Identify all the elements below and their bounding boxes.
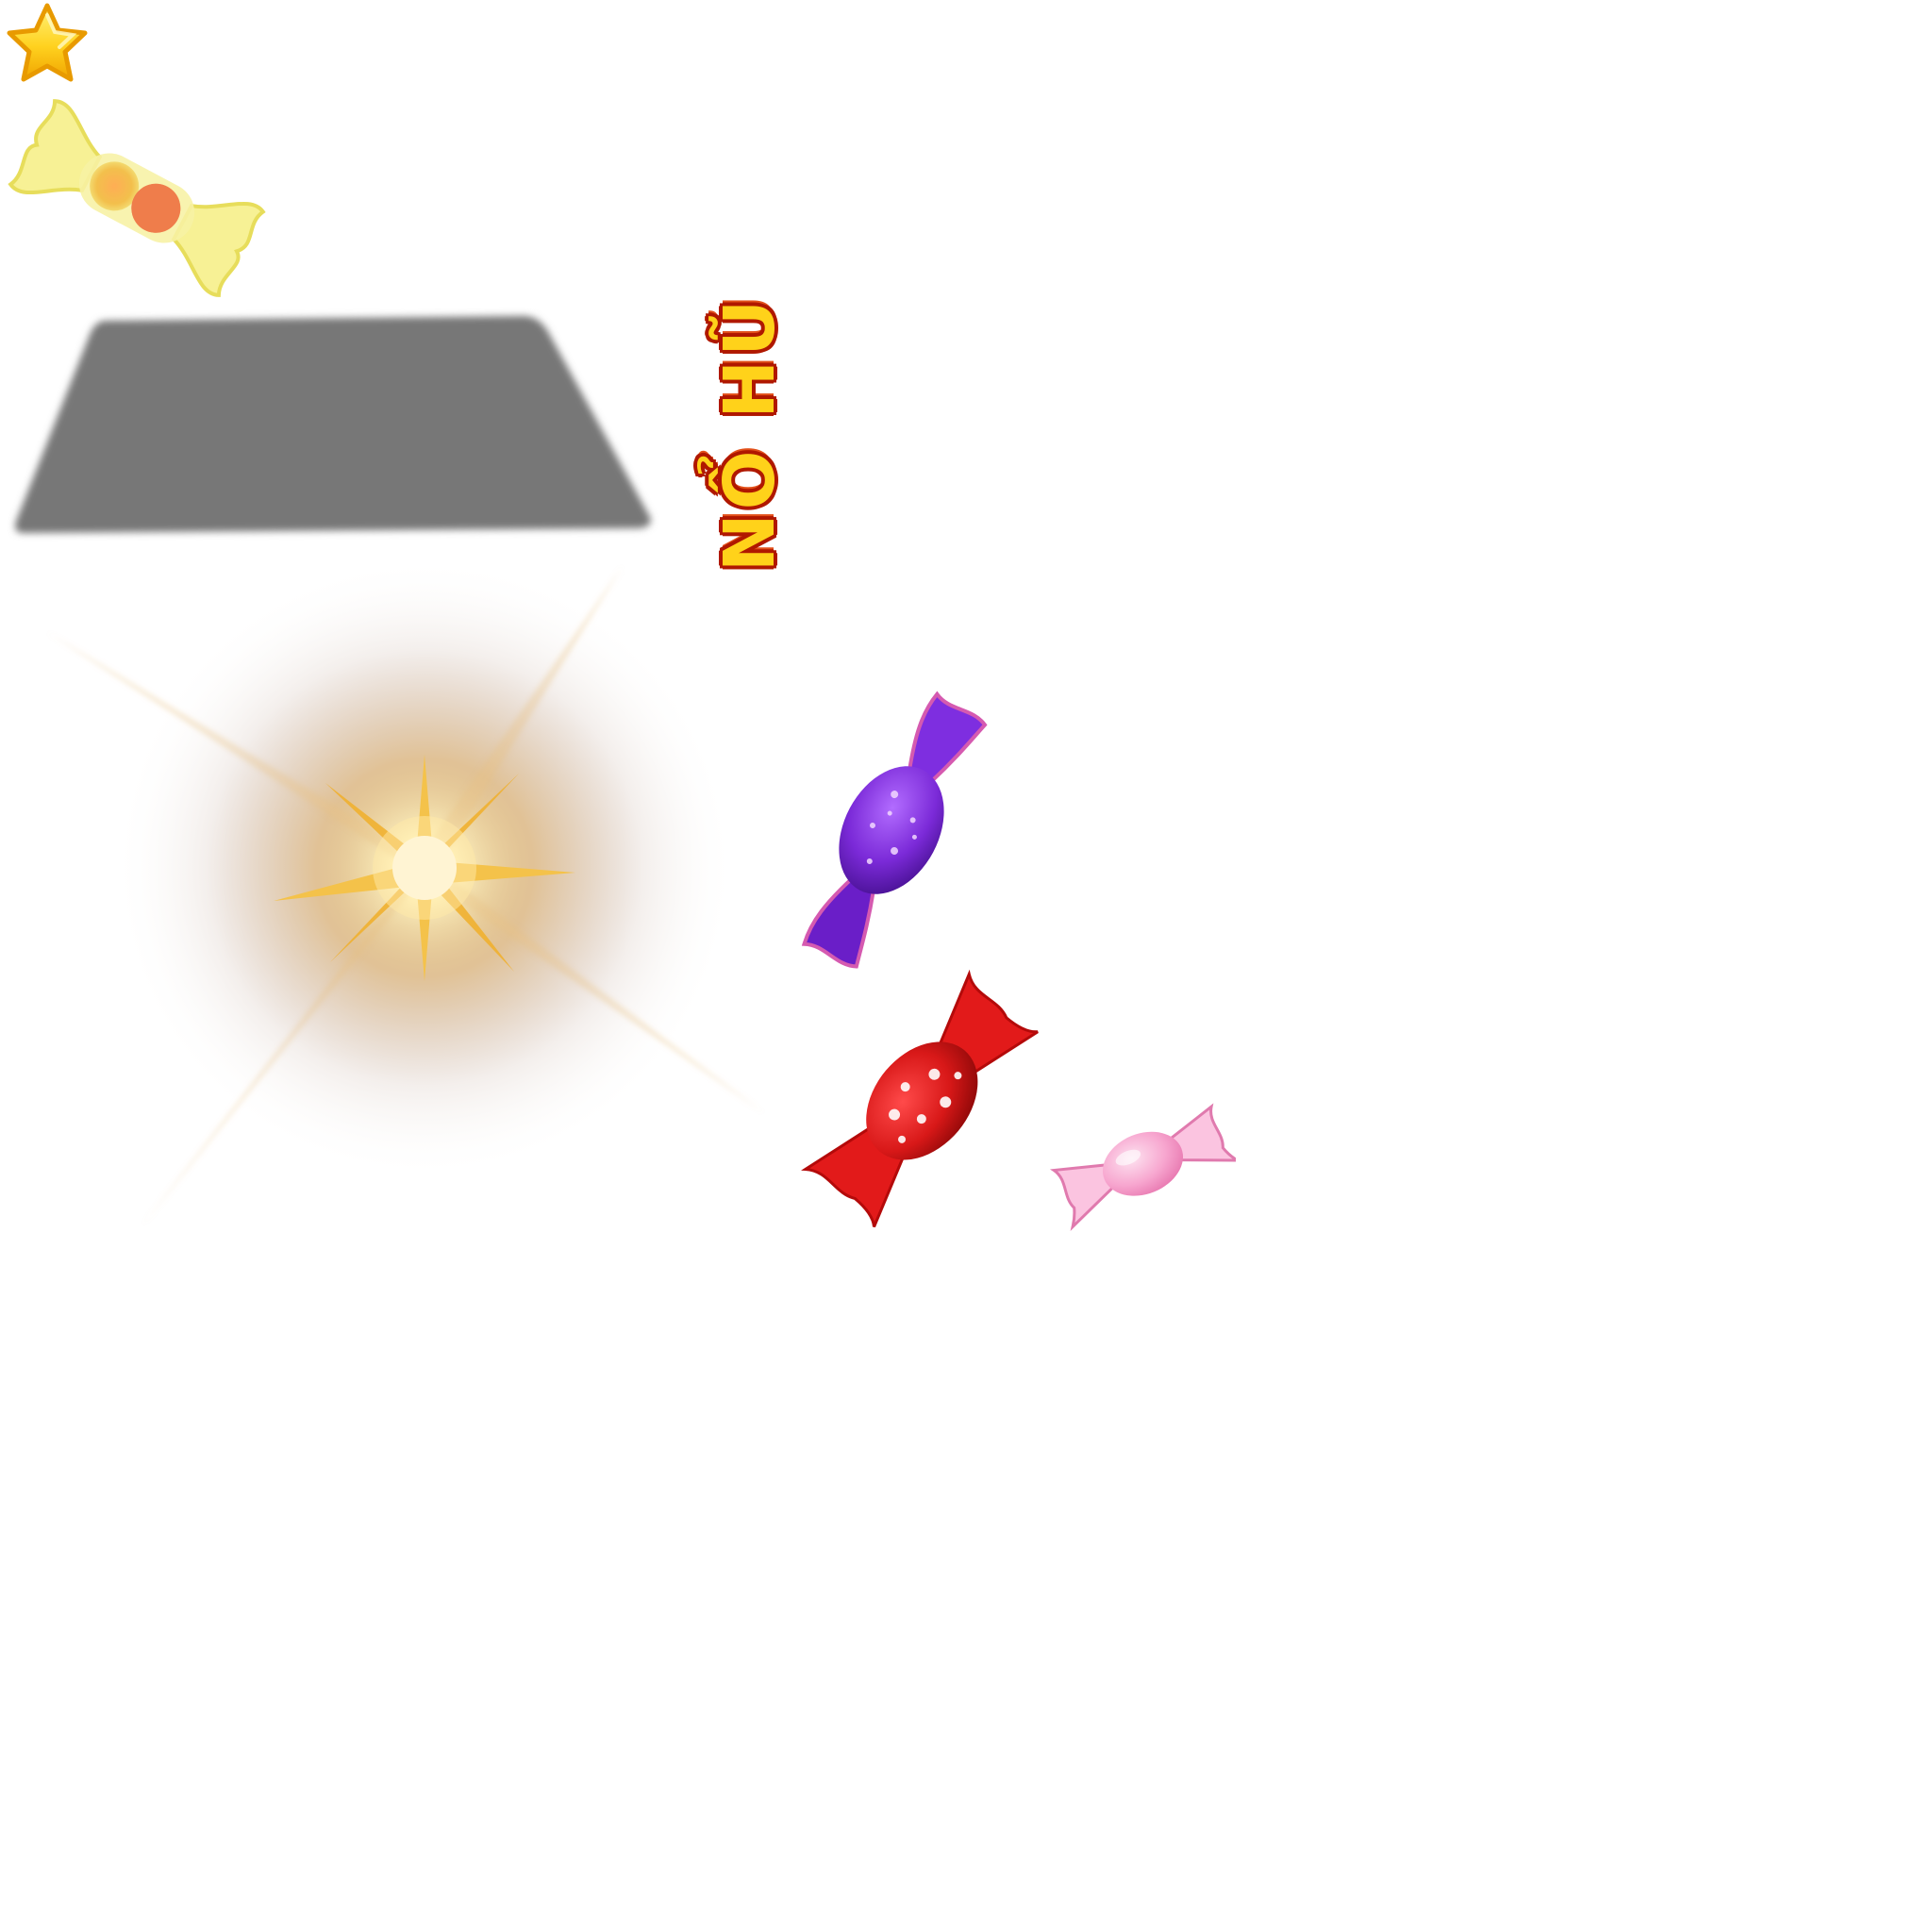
star-icon — [7, 3, 88, 82]
panel-shape — [15, 316, 651, 533]
sparkle-glow-icon — [47, 557, 764, 1226]
pink-candy-icon — [1049, 1103, 1236, 1231]
jackpot-title: NỔ HŨ — [709, 295, 791, 573]
yellow-candy-icon — [8, 99, 266, 297]
purple-candy-icon — [801, 691, 988, 969]
red-candy-icon — [801, 969, 1039, 1228]
